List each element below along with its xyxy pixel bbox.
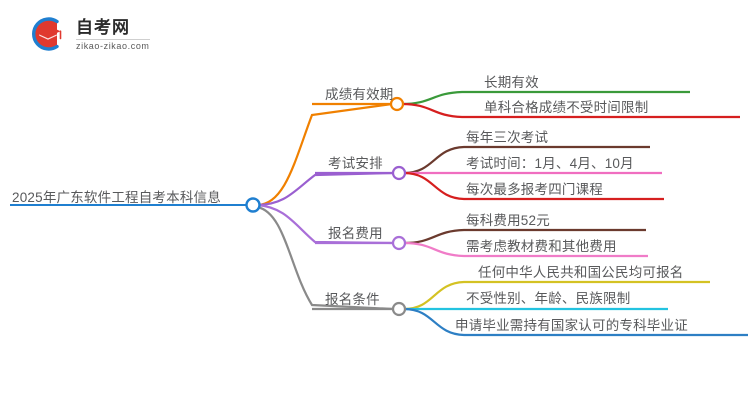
logo-divider — [76, 39, 150, 40]
branch-node-circle-2[interactable] — [391, 235, 407, 251]
branch-label-1[interactable]: 考试安排 — [328, 156, 383, 171]
root-node-circle[interactable] — [245, 197, 261, 213]
root-label[interactable]: 2025年广东软件工程自考本科信息 — [12, 190, 221, 205]
branch-node-circle-1[interactable] — [391, 165, 407, 181]
leaf-label-3-1[interactable]: 不受性别、年龄、民族限制 — [466, 291, 631, 306]
leaf-label-3-0[interactable]: 任何中华人民共和国公民均可报名 — [478, 265, 684, 280]
logo-title: 自考网 — [76, 18, 130, 37]
graduation-cap-in-circle-icon — [32, 17, 62, 51]
leaf-connector-2-1 — [403, 241, 648, 258]
leaf-label-1-1[interactable]: 考试时间：1月、4月、10月 — [466, 156, 634, 171]
leaf-label-3-2[interactable]: 申请毕业需持有国家认可的专科毕业证 — [455, 318, 688, 333]
branch-label-3[interactable]: 报名条件 — [325, 292, 380, 307]
branch-connector-0 — [256, 102, 393, 207]
branch-node-circle-0[interactable] — [389, 96, 405, 112]
logo-text-block: 自考网 zikao-zikao.com — [76, 17, 150, 51]
leaf-connector-1-2 — [403, 171, 664, 201]
leaf-label-2-0[interactable]: 每科费用52元 — [466, 213, 550, 228]
leaf-label-2-1[interactable]: 需考虑教材费和其他费用 — [466, 239, 617, 254]
leaf-label-0-0[interactable]: 长期有效 — [484, 75, 539, 90]
branch-connector-3 — [256, 205, 395, 311]
leaf-label-0-1[interactable]: 单科合格成绩不受时间限制 — [484, 100, 649, 115]
branch-connector-1 — [256, 171, 395, 207]
leaf-label-1-0[interactable]: 每年三次考试 — [466, 130, 549, 145]
branch-label-2[interactable]: 报名费用 — [328, 226, 383, 241]
branch-label-0[interactable]: 成绩有效期 — [325, 87, 394, 102]
branch-node-circle-3[interactable] — [391, 301, 407, 317]
leaf-connector-0-1 — [401, 102, 740, 119]
logo-domain: zikao-zikao.com — [76, 41, 150, 51]
branch-connector-2 — [256, 203, 395, 245]
site-logo: 自考网 zikao-zikao.com — [26, 12, 176, 56]
leaf-connector-3-2 — [403, 307, 748, 337]
leaf-label-1-2[interactable]: 每次最多报考四门课程 — [466, 182, 603, 197]
